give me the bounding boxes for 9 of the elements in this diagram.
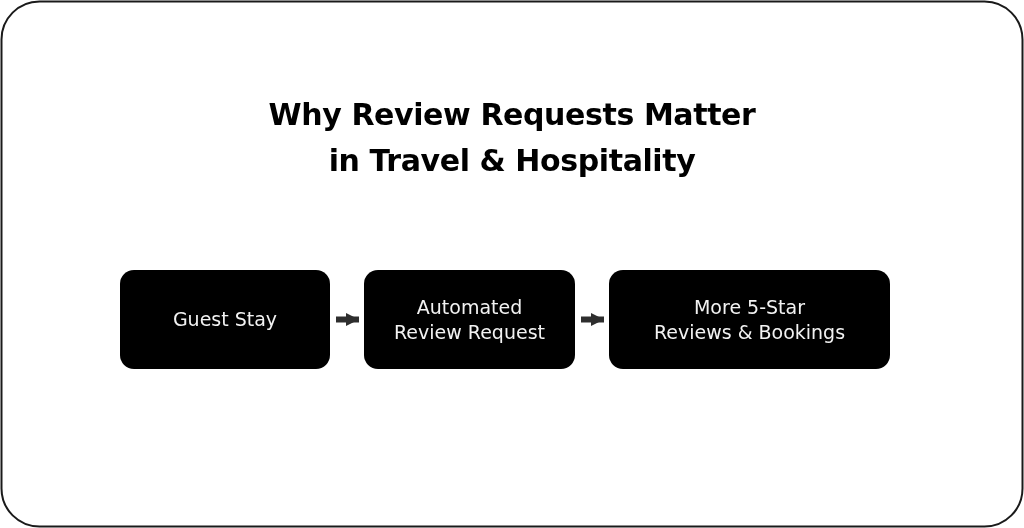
title: Why Review Requests Matter in Travel & Hospitality — [267, 96, 757, 180]
process-box — [364, 270, 575, 369]
process-box — [609, 270, 890, 369]
box-label: Automated Review Request — [393, 294, 546, 345]
arrow — [336, 312, 359, 327]
arrow — [581, 312, 604, 327]
box-label: More 5-Star Reviews & Bookings — [652, 294, 847, 345]
process-box — [120, 270, 330, 369]
box-label: Guest Stay — [172, 307, 278, 332]
